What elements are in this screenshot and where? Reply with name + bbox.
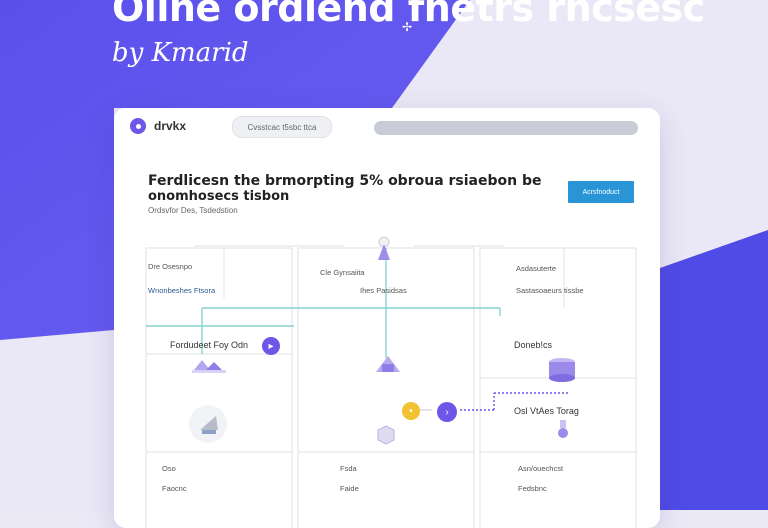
node-label-12[interactable]: Asn/ouechcst bbox=[518, 464, 564, 473]
page-headline: Ferdlicesn the brmorpting 5% obroua rsia… bbox=[148, 173, 542, 189]
node-label-11[interactable]: Fsda bbox=[340, 464, 357, 473]
brand-name[interactable]: drvkx bbox=[154, 119, 187, 133]
logo-icon[interactable] bbox=[130, 118, 146, 134]
building-icon bbox=[376, 356, 400, 372]
node-label-9[interactable]: Osl VtAes Torag bbox=[514, 406, 579, 416]
node-label-14[interactable]: Faide bbox=[340, 484, 359, 493]
stack-icon bbox=[192, 360, 226, 373]
page-subline: Ordsvfor Des, Tsdedstion bbox=[148, 206, 238, 215]
yellow-node-icon[interactable]: • bbox=[402, 402, 420, 420]
page-headline-line2: onomhosecs tisbon bbox=[148, 189, 290, 204]
database-icon bbox=[549, 358, 575, 382]
node-label-1[interactable]: Dre Osesnpo bbox=[148, 262, 193, 271]
nav-pill-button[interactable]: Cvsstcac t5sbc ttca bbox=[232, 116, 332, 138]
sparkle-icon: ✢ bbox=[402, 20, 413, 34]
node-label-15[interactable]: Fedsbnc bbox=[518, 484, 547, 493]
search-input[interactable] bbox=[374, 121, 638, 135]
cta-button[interactable]: Acrsfnoduct bbox=[568, 181, 634, 203]
node-label-3[interactable]: Cle Gynsaiita bbox=[320, 268, 365, 277]
node-label-6[interactable]: Sastasoaeurs tissbe bbox=[516, 286, 584, 295]
node-label-13[interactable]: Faocnc bbox=[162, 484, 187, 493]
cube-icon bbox=[377, 425, 395, 445]
hero-title: Oline ordlend fhetrs rncsesc bbox=[112, 0, 705, 30]
app-window: drvkx Cvsstcac t5sbc ttca Ferdlicesn the… bbox=[114, 108, 660, 528]
hero-subtitle: by Kmarid bbox=[112, 38, 249, 68]
node-label-5[interactable]: Asdasuterte bbox=[516, 264, 557, 273]
flow-diagram bbox=[145, 245, 637, 528]
node-label-4[interactable]: Ihes Pasidsas bbox=[360, 286, 407, 295]
node-label-2[interactable]: Wnonbeshes Ftsora bbox=[148, 286, 216, 295]
node-label-7[interactable]: Fordudeet Foy Odn bbox=[170, 340, 249, 350]
play-icon[interactable]: ▸ bbox=[262, 337, 280, 355]
node-label-10[interactable]: Oso bbox=[162, 464, 176, 473]
node-label-8[interactable]: Doneb!cs bbox=[514, 340, 553, 350]
arrow-right-icon[interactable]: › bbox=[437, 402, 457, 422]
plant-icon bbox=[189, 405, 227, 443]
lab-icon bbox=[558, 420, 568, 438]
flask-icon bbox=[378, 236, 390, 260]
